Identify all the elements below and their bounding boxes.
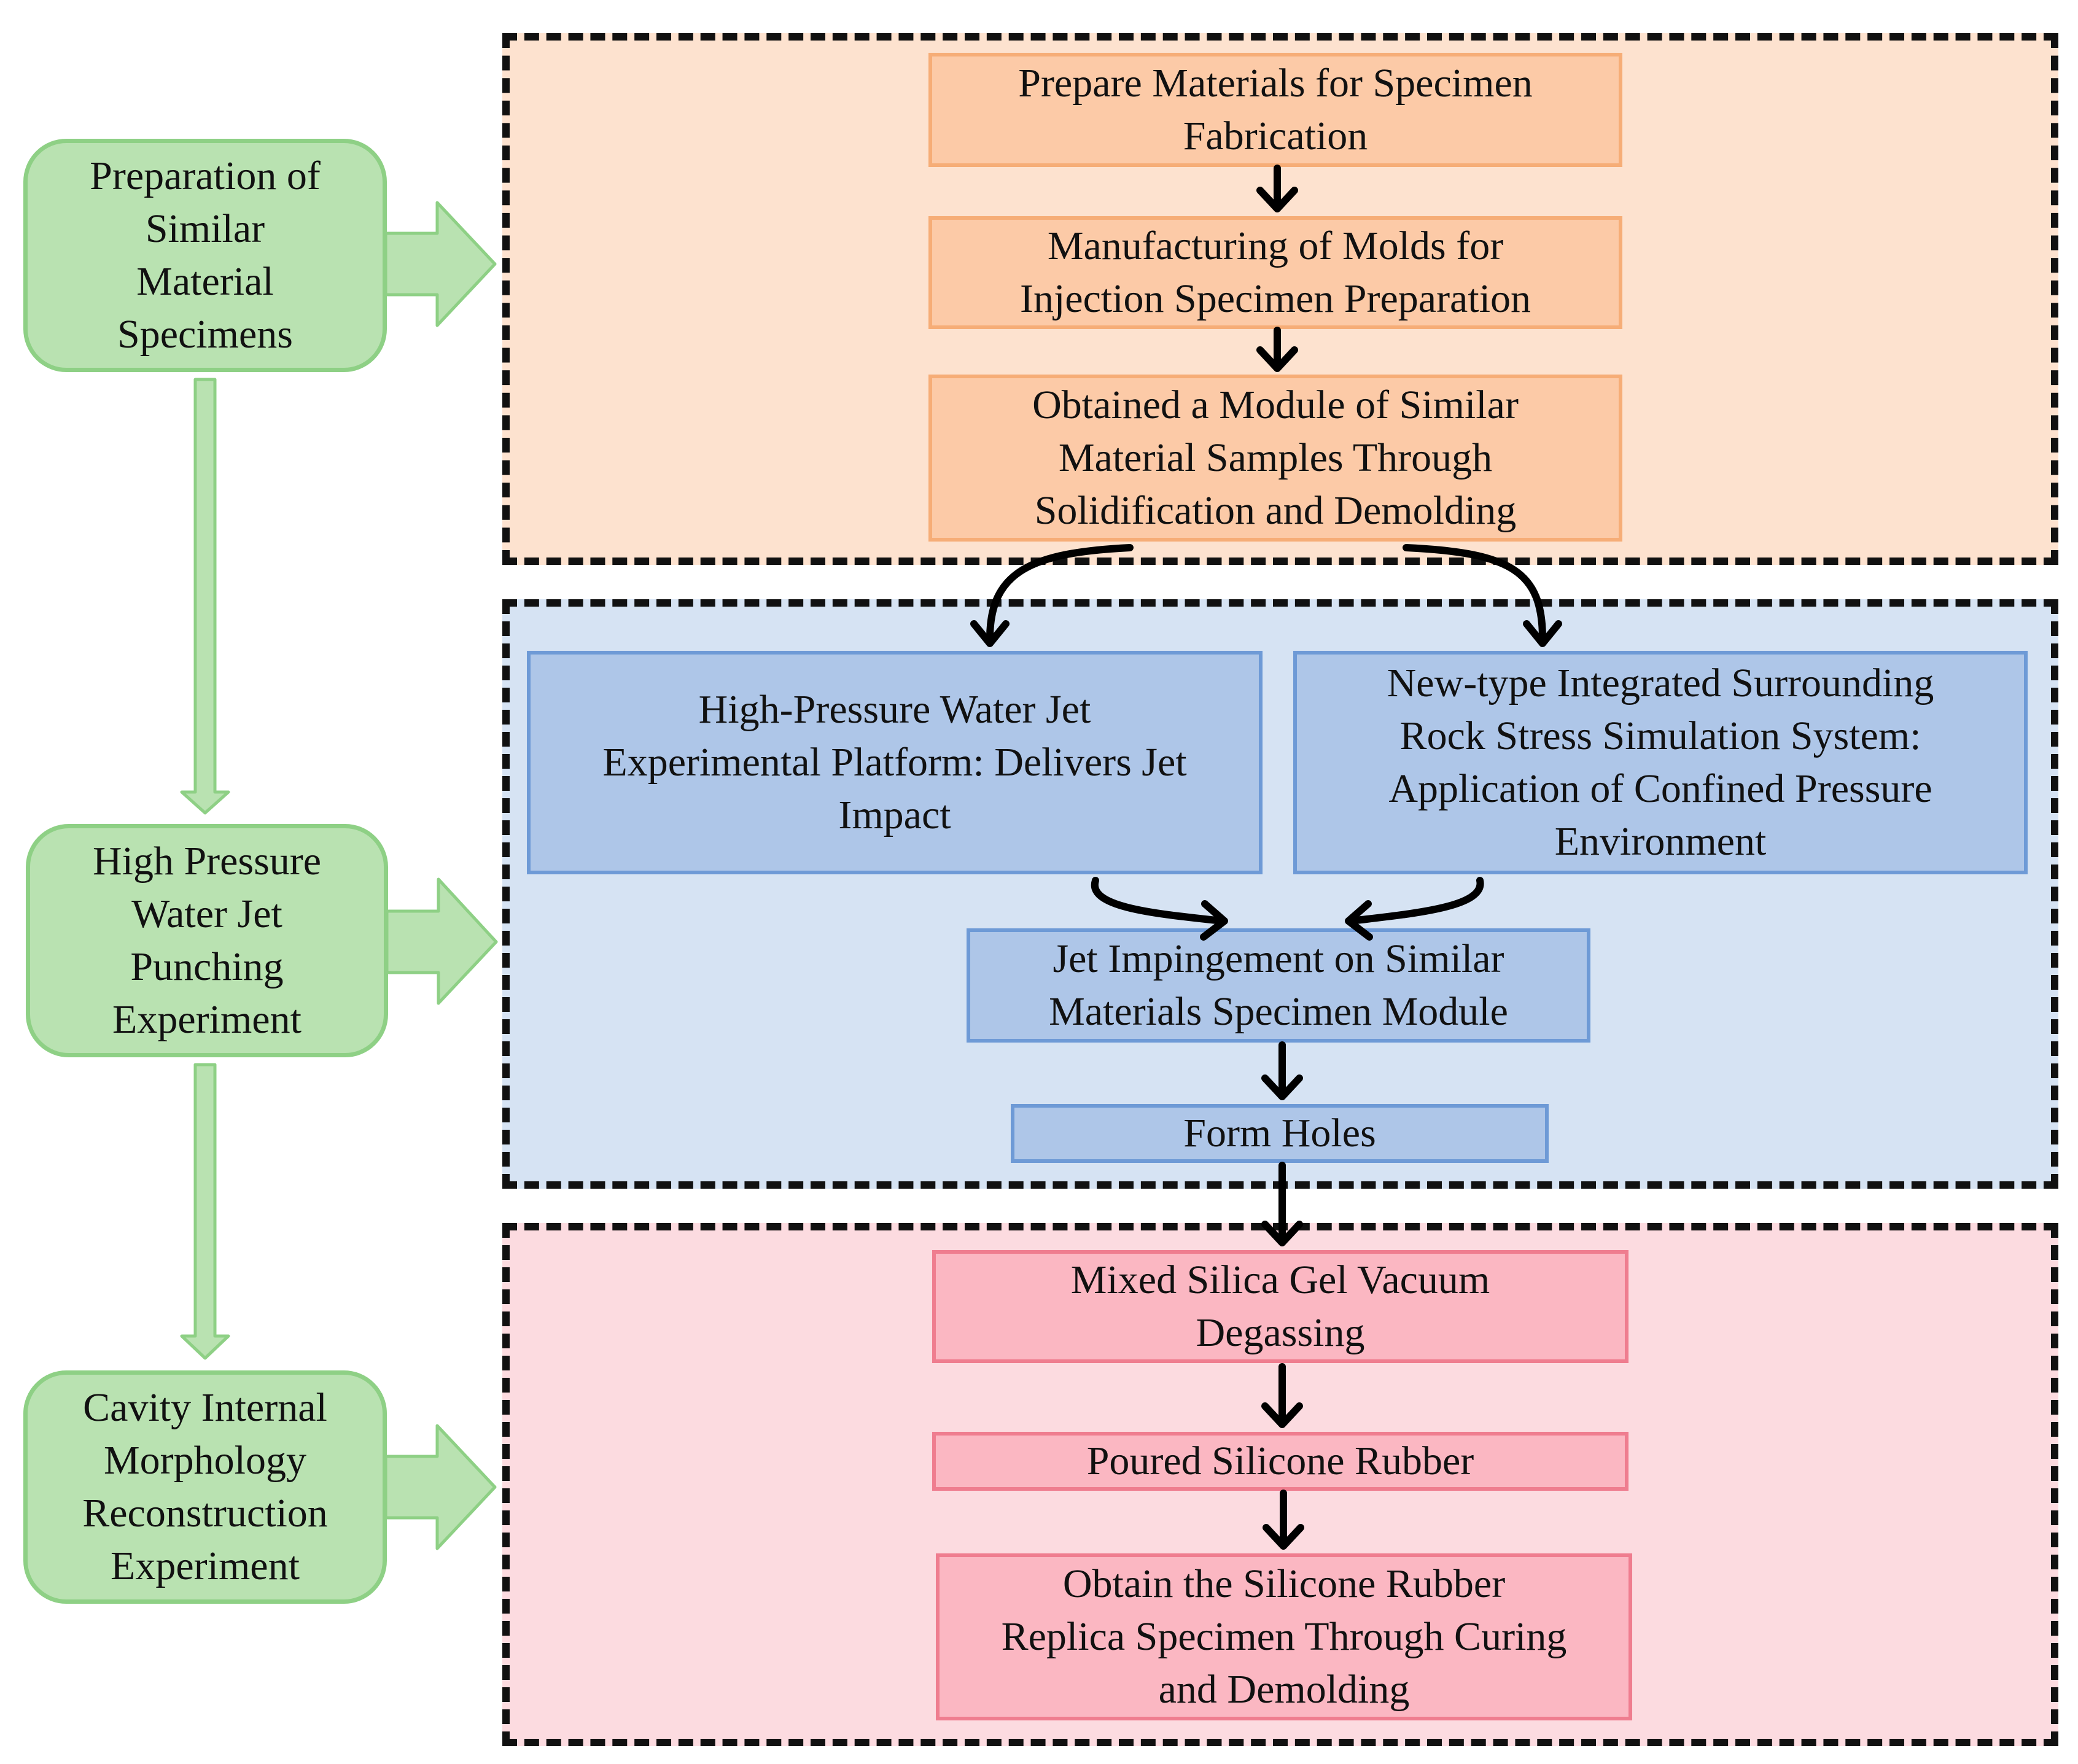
box-water-jet-platform: High-Pressure Water Jet Experimental Pla… [527, 651, 1263, 874]
green-arrow-to-top-panel [384, 201, 497, 327]
green-arrow-stage2-to-stage3 [180, 1063, 230, 1360]
step-silica-gel-degassing: Mixed Silica Gel Vacuum Degassing [932, 1250, 1629, 1363]
stage-preparation: Preparation of Similar Material Specimen… [23, 139, 387, 372]
stage-morphology-reconstruction: Cavity Internal Morphology Reconstructio… [23, 1370, 387, 1604]
step-manufacture-molds: Manufacturing of Molds for Injection Spe… [928, 216, 1622, 329]
step-prepare-materials: Prepare Materials for Specimen Fabricati… [928, 53, 1622, 167]
step-obtain-replica: Obtain the Silicone Rubber Replica Speci… [936, 1553, 1632, 1720]
step-pour-silicone-rubber: Poured Silicone Rubber [932, 1432, 1629, 1491]
green-arrow-stage1-to-stage2 [180, 378, 230, 815]
step-form-holes: Form Holes [1011, 1104, 1549, 1163]
stage-water-jet-punching: High Pressure Water Jet Punching Experim… [26, 824, 388, 1057]
step-obtain-module: Obtained a Module of Similar Material Sa… [928, 375, 1622, 542]
step-jet-impingement: Jet Impingement on Similar Materials Spe… [967, 928, 1590, 1043]
green-arrow-to-bottom-panel [384, 1424, 497, 1550]
box-rock-stress-simulation: New-type Integrated Surrounding Rock Str… [1293, 651, 2028, 874]
green-arrow-to-middle-panel [385, 877, 498, 1005]
